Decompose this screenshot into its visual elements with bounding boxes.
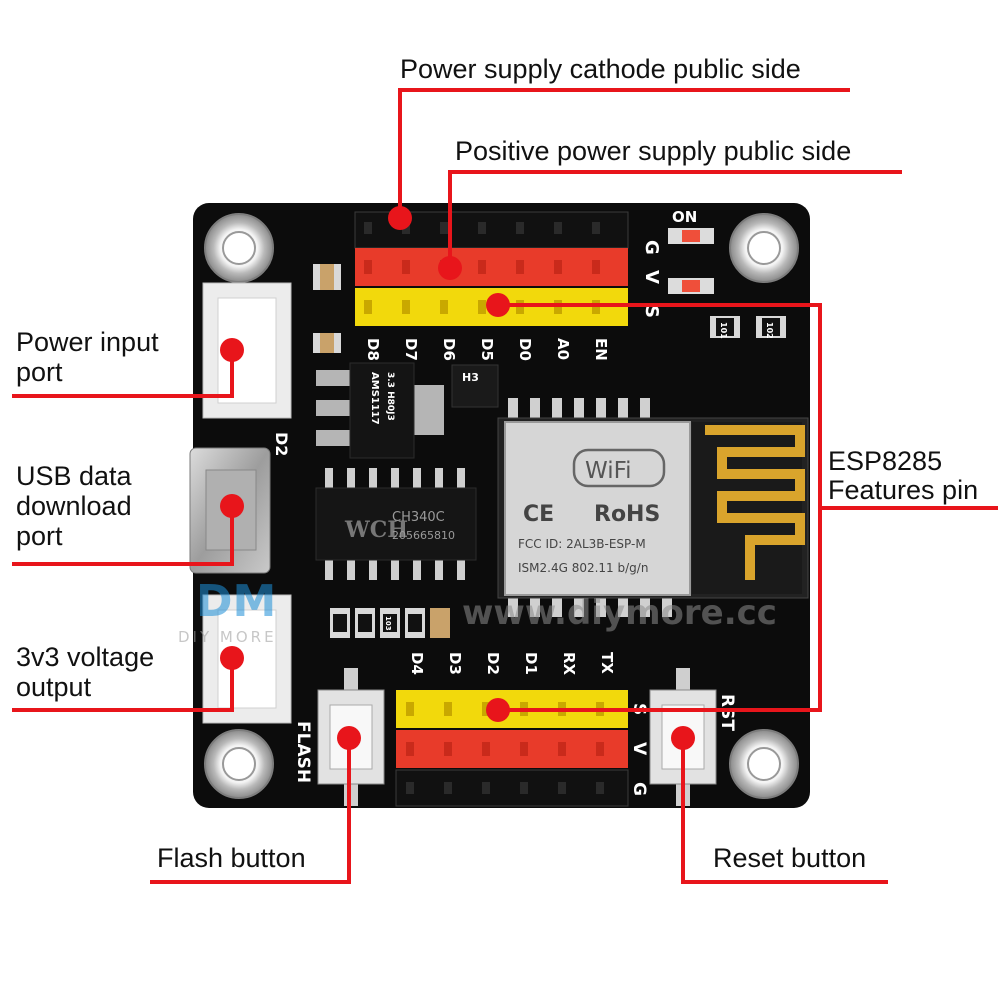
- callout-usb-line1: USB data: [16, 461, 132, 491]
- svg-text:3.3 H80J3: 3.3 H80J3: [385, 372, 395, 421]
- wifi-logo: WiFi: [585, 458, 632, 484]
- row-label-v-top: V: [641, 270, 662, 284]
- pin-label-d5: D5: [478, 338, 496, 361]
- voltage-regulator: AMS1117 3.3 H80J3: [316, 362, 444, 459]
- bottom-pin-labels: D4 D3 D2 D1 RX TX: [408, 652, 616, 676]
- pin-label-d3: D3: [446, 652, 464, 675]
- pin-label-d7: D7: [402, 338, 420, 361]
- wifi-logo-box: [572, 448, 666, 488]
- svg-text:AMS1117: AMS1117: [369, 372, 380, 425]
- pin-label-d1: D1: [522, 652, 540, 675]
- d2-label: D2: [272, 432, 291, 456]
- on-label: ON: [672, 208, 697, 226]
- resistors-bottom: 103: [330, 608, 450, 638]
- bottom-header-g-row: [395, 769, 629, 807]
- usb-serial-chip: WCH CH340C 205665810: [315, 468, 477, 580]
- pin-label-d6: D6: [440, 338, 458, 361]
- callout-v33-line2: output: [16, 672, 92, 702]
- pin-label-tx: TX: [598, 652, 616, 674]
- callout-esp-line1: ESP8285: [828, 446, 943, 476]
- leader-power-cathode: [398, 88, 850, 218]
- top-pin-labels: D8 D7 D6 D5 D0 A0 EN: [364, 338, 610, 361]
- leader-power-positive: [448, 170, 902, 268]
- svg-text:205665810: 205665810: [392, 529, 455, 542]
- callout-esp-line2: Features pin: [828, 475, 979, 505]
- pin-label-en: EN: [592, 338, 610, 361]
- callout-power-cathode: Power supply cathode public side: [400, 54, 801, 84]
- v33-output-connector: [202, 594, 292, 724]
- pin-label-a0: A0: [554, 338, 572, 360]
- callout-power-input-line1: Power input: [16, 327, 159, 357]
- rohs-mark: RoHS: [594, 502, 660, 527]
- callout-power-positive: Positive power supply public side: [455, 136, 852, 166]
- flash-label: FLASH: [293, 721, 313, 783]
- callout-power-input-line2: port: [16, 357, 63, 387]
- top-header-v-row: [355, 248, 628, 286]
- ism-band: ISM2.4G 802.11 b/g/n: [518, 561, 648, 575]
- watermark-url: www.diymore.cc: [462, 593, 777, 633]
- svg-text:101: 101: [719, 322, 728, 339]
- callout-usb-line2: download: [16, 491, 132, 521]
- pin-label-d8: D8: [364, 338, 382, 361]
- resistors-right: 101 102: [710, 316, 786, 339]
- callout-flash: Flash button: [157, 843, 306, 873]
- svg-text:H3: H3: [462, 371, 479, 384]
- bottom-header: [395, 690, 629, 807]
- callout-dots: [220, 206, 695, 750]
- pin-label-d0: D0: [516, 338, 534, 361]
- watermark-logo: DM: [196, 576, 276, 627]
- leader-power-input: [12, 350, 234, 398]
- svg-text:102: 102: [765, 322, 774, 339]
- top-header: [354, 211, 629, 326]
- svg-text:CH340C: CH340C: [392, 510, 445, 525]
- pin-label-rx: RX: [560, 652, 578, 676]
- row-label-g-top: G: [641, 240, 662, 255]
- svg-text:WCH: WCH: [344, 517, 408, 543]
- leader-reset: [681, 738, 888, 884]
- callout-v33-line1: 3v3 voltage: [16, 642, 155, 672]
- rst-label: RST: [717, 694, 737, 731]
- leader-v33: [12, 658, 234, 712]
- svg-text:103: 103: [384, 616, 392, 631]
- fcc-id: FCC ID: 2AL3B-ESP-M: [518, 537, 646, 551]
- watermark: DM DIY MORE www.diymore.cc: [178, 576, 777, 646]
- watermark-brand: DIY MORE: [178, 628, 277, 646]
- pin-label-d2: D2: [484, 652, 502, 675]
- row-label-g-bottom: G: [629, 782, 649, 796]
- row-label-s-top: S: [641, 305, 662, 318]
- bottom-header-v-row: [396, 730, 628, 768]
- callout-reset: Reset button: [713, 843, 867, 873]
- ce-mark: CE: [523, 502, 554, 527]
- callout-lines: [12, 88, 998, 884]
- mounting-holes: [204, 213, 799, 799]
- leader-flash: [150, 738, 351, 884]
- leader-usb: [12, 506, 234, 566]
- pin-label-d4: D4: [408, 652, 426, 675]
- led-indicators: ON: [668, 208, 714, 294]
- row-label-v-bottom: V: [629, 742, 649, 756]
- esp8285-module: WiFi CE RoHS FCC ID: 2AL3B-ESP-M ISM2.4G…: [497, 398, 809, 617]
- callout-usb-line3: port: [16, 521, 63, 551]
- antenna-trace: [705, 425, 805, 580]
